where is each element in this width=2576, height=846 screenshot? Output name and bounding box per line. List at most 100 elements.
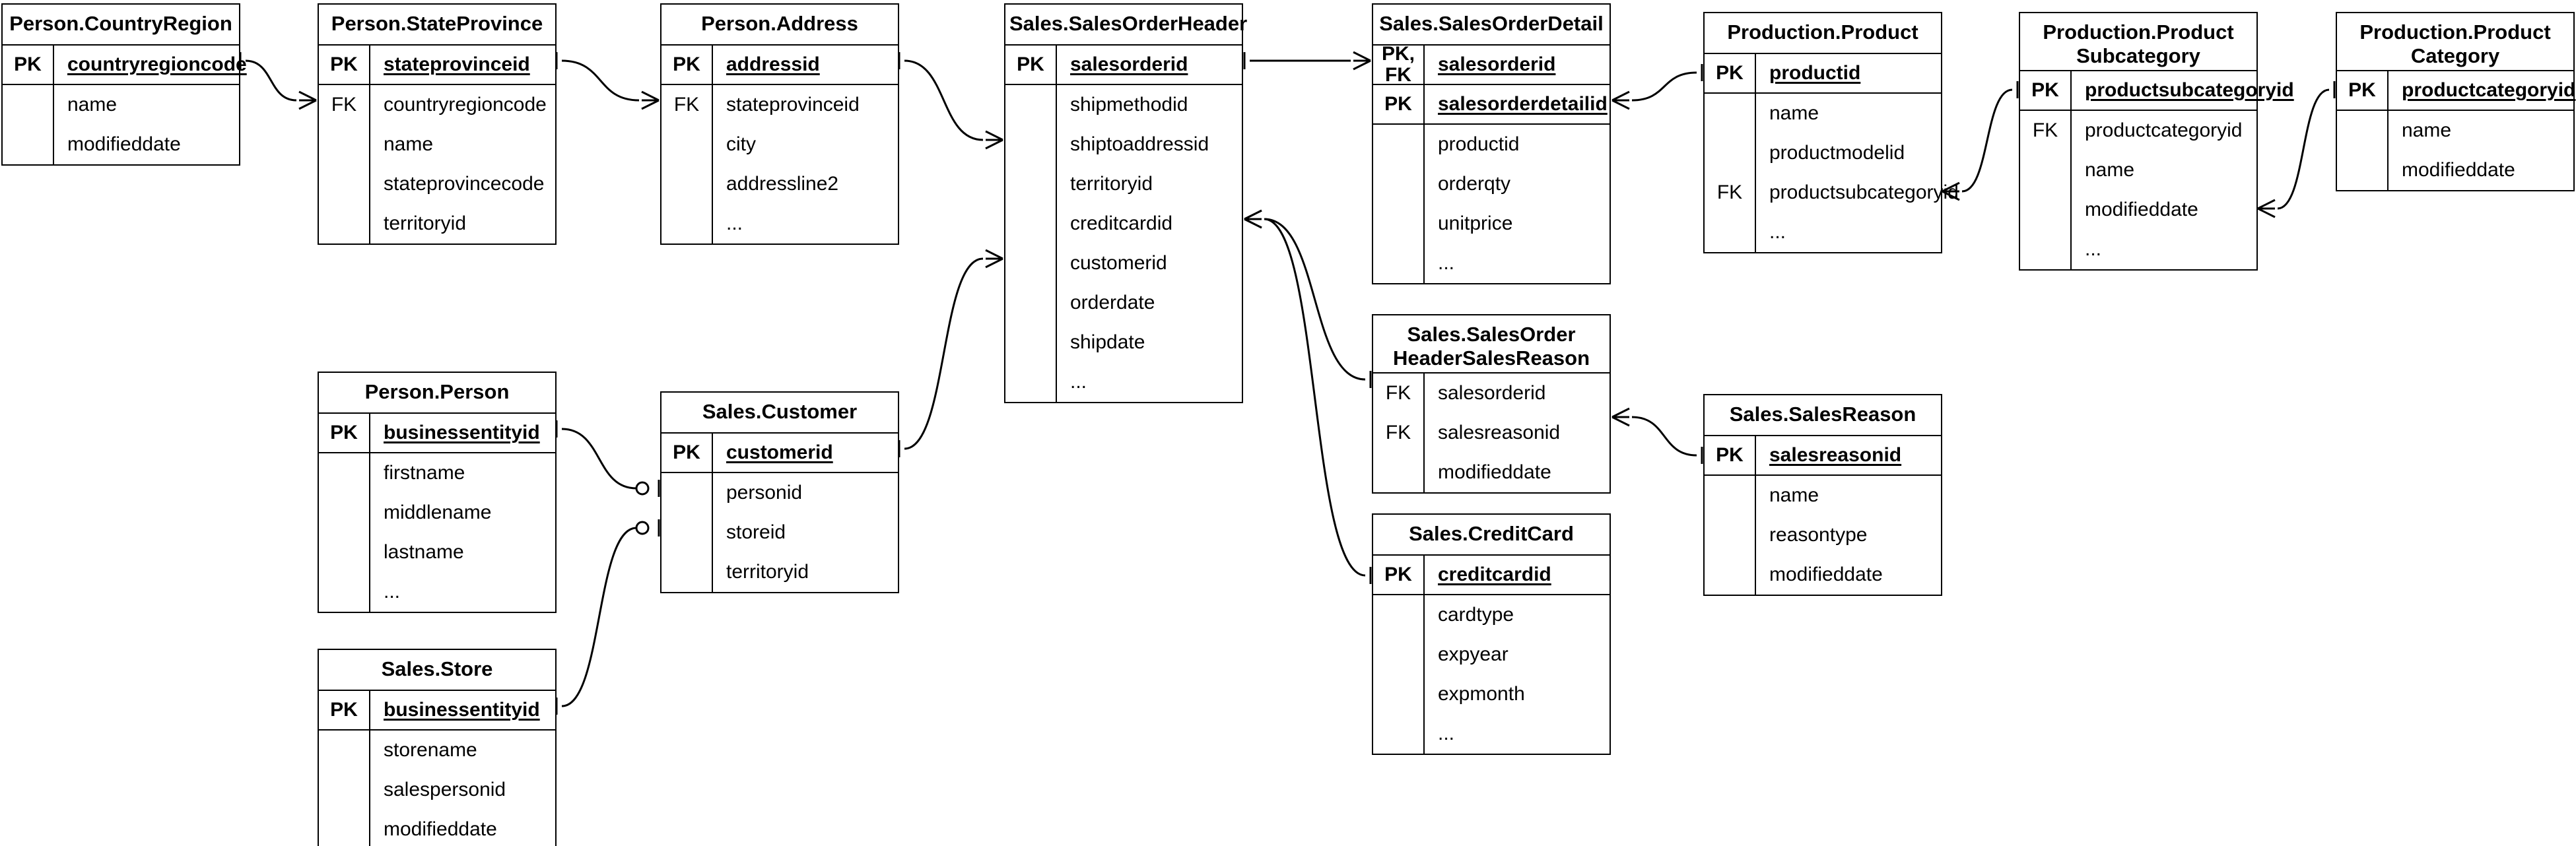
attribute-name: modifieddate [2085, 199, 2198, 220]
entity-title: Person.Person [319, 373, 555, 414]
attribute-key-label [2337, 111, 2387, 150]
attribute-key-label: PK [1705, 436, 1756, 474]
attribute-key-label: FK [673, 93, 700, 115]
attribute-key-label [319, 453, 369, 493]
attribute-key-label [1005, 362, 1056, 402]
attribute-key-label [1373, 204, 1423, 244]
attribute-key-label [2020, 150, 2070, 190]
key-column: FK [2020, 111, 2072, 269]
attribute-name: salespersonid [384, 779, 506, 800]
key-column [1373, 125, 1425, 283]
attribute-key-label: FK [1385, 421, 1411, 443]
attribute-key-label [661, 513, 712, 552]
rel-sohsr-salesreason [1611, 407, 1703, 464]
attribute-name: businessentityid [384, 422, 540, 443]
attribute-key-label: PK [2020, 71, 2072, 110]
attribute-name: salesorderid [1438, 53, 1556, 75]
attribute-key-label [319, 770, 369, 810]
attribute-name: personid [726, 482, 803, 504]
attribute-name: reasontype [1769, 524, 1868, 546]
attribute-name: name [67, 94, 118, 115]
rel-address-salesorderheader-to-marker [985, 130, 1003, 150]
attribute-name: ... [2085, 238, 2102, 260]
attribute-key-label: PK [1373, 556, 1425, 594]
attribute-key-label [661, 204, 712, 244]
attribute-name: productid [1769, 62, 1861, 84]
attribute-name: orderqty [1438, 173, 1511, 195]
attribute-key-label [3, 125, 53, 164]
attribute-name: stateprovinceid [384, 53, 530, 75]
attribute-name: shipmethodid [1070, 94, 1188, 115]
attribute-key-label [1373, 125, 1423, 164]
attribute-name: city [726, 133, 756, 155]
attribute-name: name [2085, 159, 2135, 181]
attribute-name: creditcardid [1438, 564, 1551, 585]
attribute-key-label [1373, 244, 1423, 283]
attribute-name: storeid [726, 521, 786, 543]
entity-title: Sales.SalesOrder HeaderSalesReason [1373, 315, 1610, 374]
attribute-key-label [1373, 635, 1423, 674]
attribute-name: customerid [726, 441, 833, 463]
attribute-name: modifieddate [1438, 461, 1551, 483]
entity-title: Sales.Store [319, 650, 555, 691]
rel-countryregion-stateprovince-to-marker [298, 90, 317, 110]
entity-title: Sales.SalesOrderHeader [1005, 5, 1247, 46]
attribute-key-label: FK [331, 93, 357, 115]
attribute-key-label: PK [319, 691, 370, 729]
attribute-key-label: PK, FK [1373, 43, 1425, 86]
attribute-name: stateprovincecode [384, 173, 545, 195]
attribute-name: salesreasonid [1438, 422, 1561, 443]
attribute-name: expyear [1438, 643, 1508, 665]
attribute-key-label [1705, 515, 1755, 555]
attribute-key-label [1373, 674, 1423, 714]
attribute-name: modifieddate [2402, 159, 2515, 181]
rel-stateprovince-address-to-marker [641, 90, 660, 110]
attribute-name: productsubcategoryid [1769, 181, 1959, 203]
entity-title: Production.Product [1705, 13, 1941, 54]
key-column: FK [319, 85, 370, 244]
entity-title: Sales.CreditCard [1373, 515, 1610, 556]
attribute-key-label: FK [1716, 181, 1743, 203]
attribute-name: modifieddate [384, 818, 497, 840]
entity-title: Production.Product Subcategory [2020, 13, 2256, 71]
entity-title: Sales.SalesReason [1705, 395, 1941, 436]
rel-stateprovince-address [555, 52, 660, 110]
rel-salesorderdetail-product-from-marker [1611, 90, 1630, 110]
attribute-name: productcategoryid [2085, 119, 2243, 141]
attribute-name: shipdate [1070, 331, 1145, 353]
